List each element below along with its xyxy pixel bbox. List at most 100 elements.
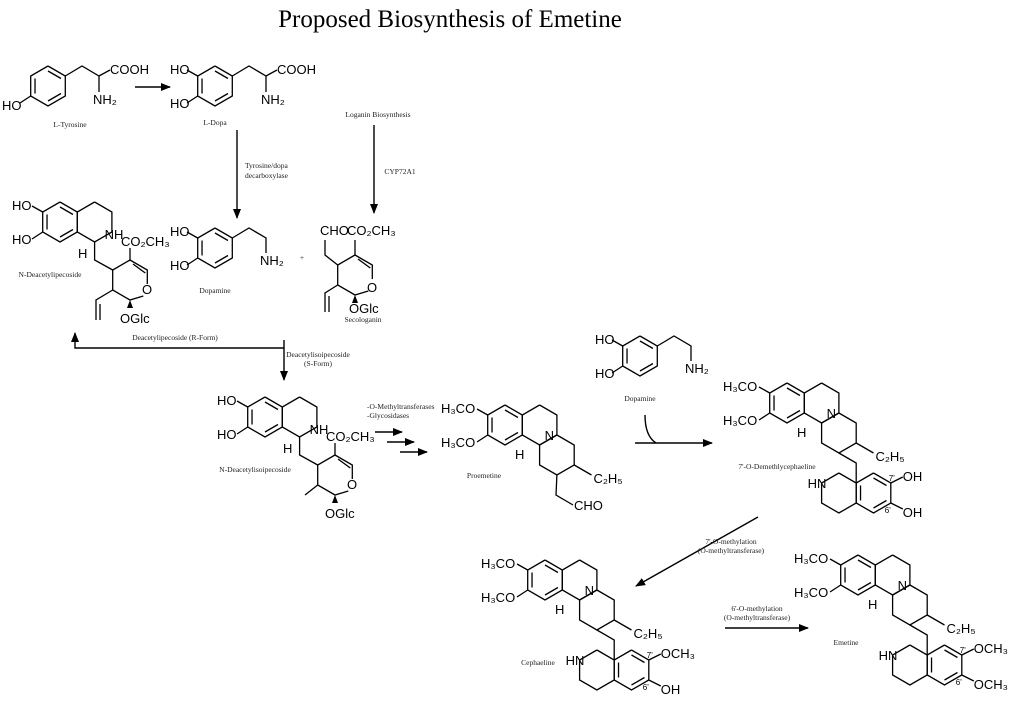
page-title: Proposed Biosynthesis of Emetine [278,6,622,33]
atom-label: HN [879,648,898,663]
double-bond [214,70,229,80]
atom-label: OGlc [120,311,150,326]
bond [95,289,114,320]
atom-label: H₃CO [441,435,475,450]
atom-label: H [515,447,524,462]
double-bond [786,409,801,419]
bond [961,648,975,656]
atom-label: H [797,425,806,440]
bond [337,254,369,296]
atom-label: 7' [960,646,966,655]
atom-label: 6' [885,506,891,515]
enzyme-label: CYP72A1 [384,167,416,176]
double-bond [264,401,279,411]
double-bond [944,671,958,681]
bond [838,452,857,483]
atom-label: NH₂ [685,361,709,376]
compound-name: Emetine [834,638,860,647]
wedge-bond [332,495,338,503]
atom-label: O [347,477,357,492]
bond [829,558,842,566]
benzene-ring [769,382,805,424]
atom-label: H [78,246,87,261]
wedge-bond [352,295,358,303]
bond [357,258,371,269]
atom-label: H₃CO [481,590,515,605]
ring [578,649,615,691]
atom-label: C₂H₅ [634,626,663,641]
benzene-ring [42,201,78,243]
benzene-ring [622,335,658,377]
benzene-ring [30,65,66,107]
bond [648,653,662,661]
atom-label: H₃CO [481,556,515,571]
bond [31,231,44,240]
atom-label: HO [170,62,190,77]
bond [890,502,904,510]
atom-label: HO [595,366,615,381]
atom-label: HO [217,393,237,408]
bond [186,69,199,77]
atom-label: 6' [643,683,649,692]
atom-label: HO [217,427,237,442]
atom-label: HO [170,224,190,239]
arrow-to-cephaeline [635,516,759,587]
benzene-ring [197,227,233,269]
atom-label: CHO [320,223,349,238]
bond [324,284,339,312]
double-bond [857,559,872,569]
enzyme-label: (O-methyltransferase) [724,613,791,622]
benzene-ring [197,65,233,107]
atom-label: O [367,280,377,295]
enzyme-label: 7'-O-methylation [705,537,757,546]
atom-label: H₃CO [794,551,828,566]
ring [891,644,928,686]
bond [317,454,349,496]
atom-label: CO₂CH₃ [121,234,170,249]
bond [93,242,114,271]
double-bond [504,431,519,441]
bond [613,619,632,631]
double-bond [639,362,654,372]
enzyme-label: (O-methyltransferase) [698,546,765,555]
double-bond [214,254,229,264]
compound-name: Proemetine [467,471,502,480]
atom-label: OH [903,469,923,484]
double-bond [264,423,279,433]
bond [231,65,278,77]
compound-name: Cephaeline [521,658,555,667]
atom-label: C₂H₅ [876,449,905,464]
bond [337,458,351,469]
atom-label: HO [170,96,190,111]
atom-label: CO₂CH₃ [347,223,396,238]
atom-label: HO [595,332,615,347]
double-bond [504,409,519,419]
double-bond [47,70,62,80]
bond [961,674,975,682]
double-bond [786,387,801,397]
atom-label: OGlc [349,301,379,316]
atom-label: N [585,583,594,598]
atom-label: N [898,578,907,593]
double-bond [631,654,645,664]
atom-label: NH [105,227,124,242]
atom-label: C₂H₅ [947,621,976,636]
atom-label: HO [12,198,32,213]
atom-label: CO₂CH₃ [326,429,375,444]
atom-label: NH₂ [261,92,285,107]
bond [909,624,928,655]
compound-name: Dopamine [199,286,231,295]
double-bond [631,676,645,686]
atom-label: HN [808,476,827,491]
double-bond [59,228,74,238]
bond [611,339,624,347]
bond [236,426,249,435]
bond [334,454,353,479]
bond [829,584,842,593]
bond [926,614,945,626]
bond [476,434,489,443]
arrow-r-form [71,332,284,349]
double-bond [857,581,872,591]
